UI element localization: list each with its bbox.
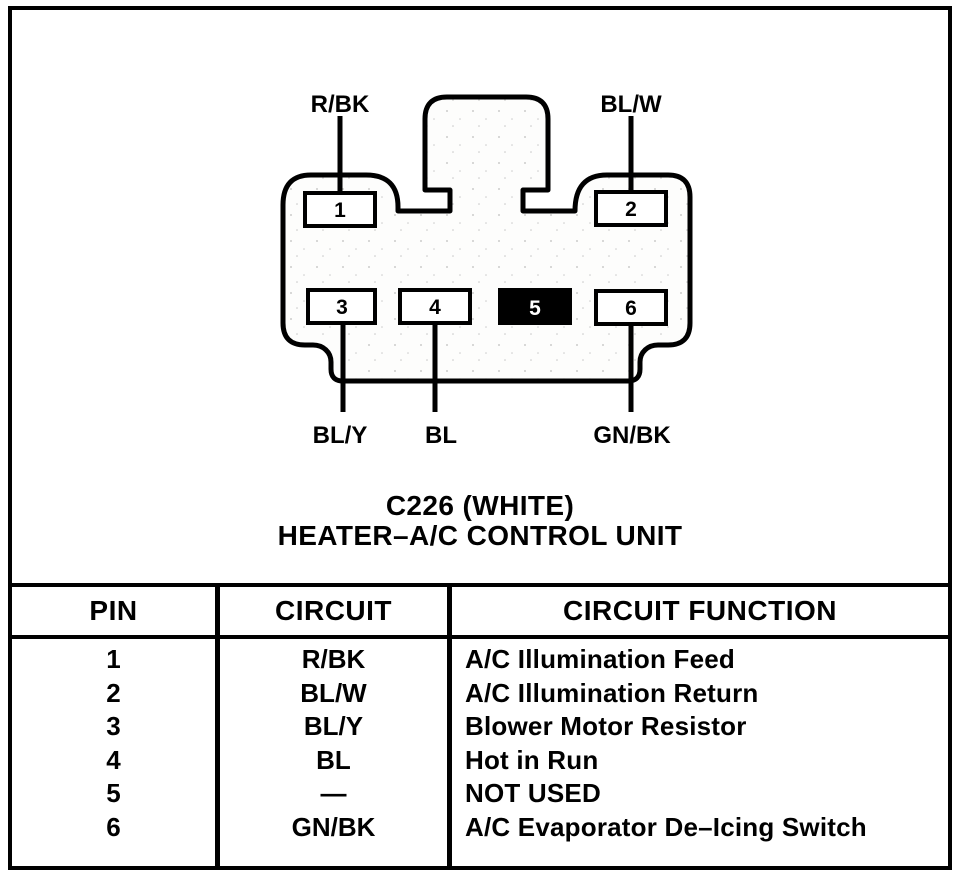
function-cell: Hot in Run xyxy=(465,744,599,775)
wire-label-pin-1: R/BK xyxy=(311,91,370,118)
wire-label-pin-6: GN/BK xyxy=(593,422,671,449)
connector-body xyxy=(280,94,693,384)
circuit-cell: BL/Y xyxy=(303,711,364,742)
table-divider-2 xyxy=(447,583,452,870)
wire-label-pin-4: BL xyxy=(425,422,457,449)
pin-box-3 xyxy=(306,288,377,325)
pin-cell: 4 xyxy=(106,744,121,775)
pin-box-1 xyxy=(303,191,377,228)
circuit-cell: BL xyxy=(316,744,351,775)
connector-diagram: 1 2 3 4 5 6 R/BK BL/W BL/Y BL GN/BK xyxy=(280,91,693,449)
pin-number-2: 2 xyxy=(625,198,637,221)
pin-number-6: 6 xyxy=(625,297,637,320)
function-cell: A/C Illumination Feed xyxy=(465,644,735,674)
pin-cell: 3 xyxy=(106,711,121,742)
function-cell: A/C Evaporator De–Icing Switch xyxy=(465,811,867,842)
function-cell: NOT USED xyxy=(465,778,601,809)
connector-id: C226 (WHITE) xyxy=(385,490,575,521)
pin-box-5 xyxy=(498,288,572,325)
wire-label-pin-2: BL/W xyxy=(600,91,662,118)
circuit-cell: GN/BK xyxy=(291,811,376,842)
table-divider-1 xyxy=(215,583,220,870)
pin-box-2 xyxy=(594,190,668,227)
table-header-rule xyxy=(8,635,952,639)
pin-box-6 xyxy=(594,289,668,326)
pin-number-5: 5 xyxy=(529,297,541,320)
table-column-pin: 1 2 3 4 5 6 xyxy=(12,643,215,845)
circuit-cell: — xyxy=(320,778,347,809)
circuit-cell: R/BK xyxy=(301,644,366,674)
table-column-function: A/C Illumination Feed A/C Illumination R… xyxy=(452,643,948,845)
table-header-pin: PIN xyxy=(89,595,138,626)
connector-caption: C226 (WHITE) HEATER–A/C CONTROL UNIT xyxy=(0,491,960,551)
wire-label-pin-3: BL/Y xyxy=(313,422,368,449)
table-column-circuit: R/BK BL/W BL/Y BL — GN/BK xyxy=(220,643,447,845)
pin-number-4: 4 xyxy=(429,296,441,319)
pin-number-1: 1 xyxy=(334,199,346,222)
page-border xyxy=(8,6,952,870)
pin-cell: 6 xyxy=(106,811,121,842)
pin-cell: 1 xyxy=(106,644,121,674)
pin-cell: 2 xyxy=(106,677,121,708)
table-top-rule xyxy=(8,583,952,587)
pin-box-4 xyxy=(398,288,472,325)
pin-cell: 5 xyxy=(106,778,121,809)
table-header-function: CIRCUIT FUNCTION xyxy=(563,595,837,626)
table-header-circuit: CIRCUIT xyxy=(274,595,393,626)
pin-number-3: 3 xyxy=(336,296,348,319)
connector-name: HEATER–A/C CONTROL UNIT xyxy=(277,520,683,551)
function-cell: Blower Motor Resistor xyxy=(465,711,747,742)
circuit-cell: BL/W xyxy=(300,677,367,708)
function-cell: A/C Illumination Return xyxy=(465,677,759,708)
